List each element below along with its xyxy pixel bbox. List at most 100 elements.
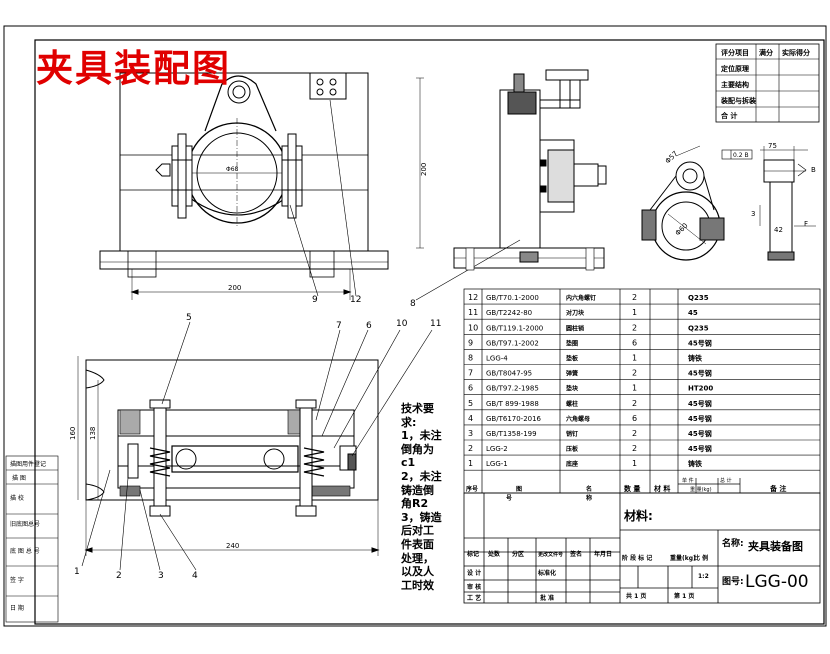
tb-stage: 阶 段 标 记 — [622, 554, 652, 562]
bom-no: 9 — [468, 338, 473, 347]
tb-rev: 标记 — [466, 550, 479, 558]
section-view — [77, 356, 380, 556]
tb-rev: 签名 — [569, 550, 582, 558]
bom-no: 5 — [468, 399, 473, 408]
callout-label: 12 — [350, 295, 361, 305]
title-block-text: 号 称 材料: 标记 处数 分区 更改文件号 签名 年月日 设 计 标准化 审 … — [466, 494, 744, 602]
bom-no: 12 — [468, 293, 478, 302]
score-row: 装配与拆装 — [720, 96, 756, 105]
bom-mat: 45号钢 — [688, 429, 712, 438]
score-header: 实际得分 — [782, 48, 810, 57]
bom-name: 圆柱销 — [566, 324, 584, 332]
tb-name-head: 称 — [586, 494, 592, 502]
tb-check: 审 核 — [467, 583, 481, 591]
dim-side-r: Φ57 — [664, 150, 680, 166]
bom-code: GB/T 899-1988 — [486, 400, 539, 408]
dim-side-bmark: B — [811, 166, 816, 174]
bom-mat: 45号钢 — [688, 399, 712, 408]
side-view — [416, 69, 607, 271]
bom-no: 2 — [468, 444, 473, 453]
bom-no: 11 — [468, 308, 478, 317]
dim-bore: Φ68 — [226, 166, 239, 173]
strip-label: 签 字 — [10, 576, 24, 584]
strip-label: 描图用件登记 — [10, 460, 46, 468]
tb-design: 设 计 — [467, 569, 481, 577]
bom-no: 1 — [468, 459, 473, 468]
bom-head-name: 名 — [586, 485, 592, 493]
callout-label: 7 — [336, 321, 342, 331]
score-header: 满分 — [759, 48, 773, 57]
strip-label: 旧底图总号 — [10, 520, 40, 528]
bom-qty: 1 — [632, 384, 637, 393]
score-table: 评分项目 满分 实际得分 定位原理 主要结构 装配与拆装 合 计 — [715, 43, 820, 123]
callout-label: 2 — [116, 571, 122, 581]
leaders-top — [289, 99, 521, 301]
bom-name: 销钉 — [566, 430, 578, 438]
bom-qty: 2 — [632, 429, 637, 438]
drawing-name: 夹具装备图 — [748, 540, 803, 553]
bom-name: 底座 — [566, 460, 578, 468]
tb-name-label: 名称: — [722, 537, 744, 549]
left-strip: 描图用件登记 描 图 描 校 旧底图总号 底 图 总 号 签 字 日 期 — [5, 455, 59, 623]
bom-name: 垫块 — [566, 385, 579, 393]
bom-mat: 45号钢 — [688, 444, 712, 453]
bom-head-single: 单 件 — [682, 477, 694, 484]
bom-mat: Q235 — [688, 324, 709, 332]
dim-bottom-h2: 138 — [89, 427, 97, 440]
bom-name: 压板 — [566, 445, 579, 453]
bom-code: LGG-1 — [486, 460, 508, 468]
tb-scale: 1:2 — [698, 573, 709, 580]
callout-label: 6 — [366, 321, 372, 331]
bom-head-mat: 材 料 — [653, 484, 670, 493]
bom-code: LGG-4 — [486, 355, 508, 363]
tb-rev: 年月日 — [594, 550, 612, 558]
leaders-bottom — [81, 321, 433, 571]
bom-qty: 2 — [632, 444, 637, 453]
front-view — [99, 72, 389, 300]
bom-code: GB/T119.1-2000 — [486, 324, 543, 332]
bom-name: 垫板 — [566, 355, 579, 363]
tb-rev: 分区 — [512, 550, 524, 558]
outer-border — [3, 25, 827, 627]
bom-name: 垫圈 — [566, 339, 578, 347]
bom-no: 7 — [468, 369, 473, 378]
bom-head-code: 图 — [516, 485, 522, 493]
bom-code: GB/T8047-95 — [486, 370, 532, 378]
tb-material: 材料: — [623, 508, 653, 523]
strip-label: 描 图 — [12, 474, 26, 482]
score-header: 评分项目 — [721, 48, 749, 57]
strip-label: 底 图 总 号 — [10, 547, 40, 555]
dim-side-a: 75 — [768, 142, 777, 150]
callout-label: 10 — [396, 319, 408, 329]
bom-no: 3 — [468, 429, 473, 438]
tb-approve: 批 准 — [540, 594, 554, 602]
bom-no: 4 — [468, 414, 473, 423]
inner-border — [34, 39, 825, 625]
bom-name: 内六角螺钉 — [566, 294, 596, 302]
bom-head-total: 总 计 — [720, 477, 732, 484]
strip-label: 日 期 — [10, 604, 24, 612]
tb-stage: 重量(kg) — [670, 554, 696, 562]
bom-qty: 2 — [632, 293, 637, 302]
bom-mat: 铸铁 — [688, 354, 702, 363]
strip-label: 描 校 — [10, 494, 24, 502]
bom-name: 螺柱 — [566, 400, 578, 408]
bom-head-weight: 重 量(kg) — [690, 486, 712, 493]
dim-side-f: F — [804, 220, 808, 228]
bom-name: 弹簧 — [566, 370, 578, 378]
bom-mat: 铸铁 — [688, 459, 702, 468]
callout-label: 8 — [410, 299, 416, 309]
bom-code: GB/T97.2-1985 — [486, 385, 539, 393]
page-title: 夹具装配图 — [36, 46, 231, 90]
bom-qty: 2 — [632, 399, 637, 408]
bom-head-qty: 数 量 — [624, 484, 640, 493]
detail-view — [641, 145, 816, 261]
bom-mat: 45号钢 — [688, 414, 712, 423]
tb-rev: 处数 — [487, 550, 501, 558]
bom-code: GB/T1358-199 — [486, 430, 537, 438]
tb-drawing-no-label: 图号: — [722, 576, 744, 587]
tb-craft: 工 艺 — [467, 594, 481, 602]
bom-code: GB/T6170-2016 — [486, 415, 542, 423]
callout-label: 11 — [430, 319, 441, 329]
